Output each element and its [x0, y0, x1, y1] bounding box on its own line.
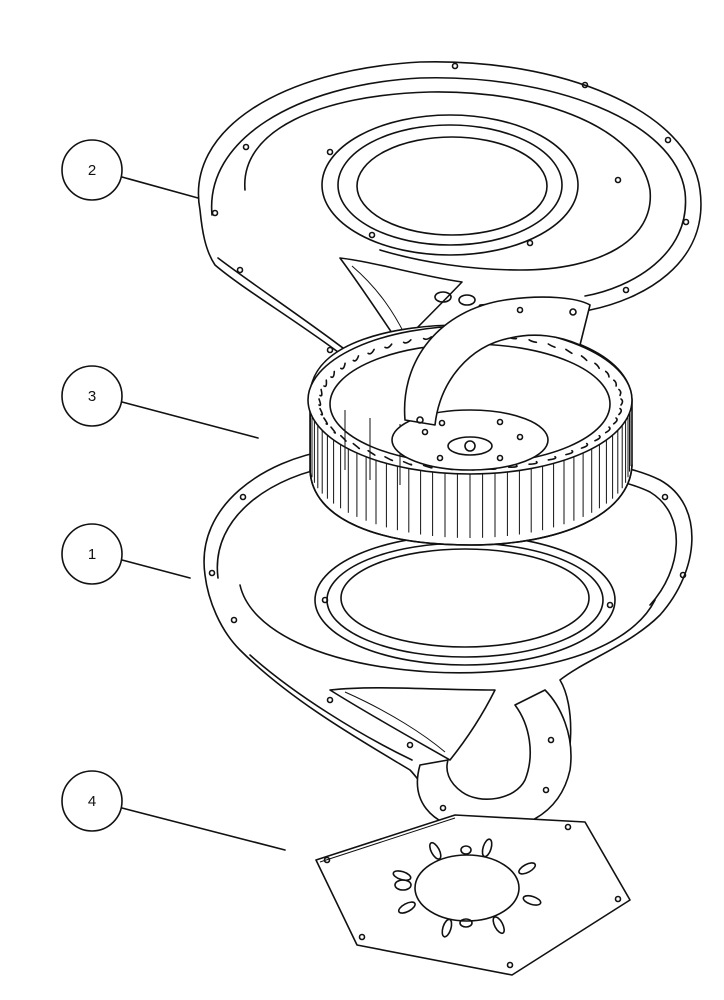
slot-mark [319, 407, 324, 416]
plate-slot [522, 894, 542, 906]
slot-mark [547, 455, 557, 461]
slot-mark [340, 362, 346, 370]
callout-circle [61, 523, 123, 585]
slot-mark [352, 442, 361, 450]
slot-mark [547, 343, 556, 348]
leader-line [121, 807, 286, 851]
slot-mark [528, 460, 538, 465]
slot-mark [580, 442, 589, 449]
slot-mark [580, 355, 588, 362]
impeller-blades [309, 400, 631, 538]
callout-label: 4 [88, 793, 96, 810]
plate-slot [481, 838, 493, 858]
slot-mark [612, 417, 618, 425]
slot-mark [565, 449, 574, 456]
callout-1: 1 [61, 523, 191, 585]
slot-mark [594, 362, 600, 370]
slot-mark [384, 343, 393, 349]
slot-mark [604, 370, 610, 378]
plate-slot [441, 918, 453, 938]
plate-slot [429, 841, 442, 860]
leader-line [121, 176, 199, 199]
slot-mark [613, 379, 618, 387]
plate-slot [492, 916, 505, 935]
callout-2: 2 [61, 139, 199, 201]
slot-mark [618, 407, 623, 416]
callout-circle [61, 770, 123, 832]
slot-mark [402, 460, 413, 466]
callout-label: 3 [88, 388, 96, 405]
slot-mark [604, 426, 611, 434]
slot-mark [620, 398, 624, 406]
slot-mark [528, 339, 538, 344]
callout-label: 1 [88, 546, 96, 563]
slot-mark [330, 426, 337, 434]
slot-mark [422, 336, 433, 341]
slot-mark [507, 464, 518, 468]
slot-mark [618, 388, 622, 397]
mounting-plate-part-4 [315, 814, 631, 976]
slot-mark [330, 370, 336, 379]
slot-mark [323, 379, 328, 388]
leader-line [121, 559, 191, 579]
leader-line [121, 401, 259, 439]
callout-3: 3 [61, 365, 259, 439]
slot-mark [594, 434, 601, 442]
slot-mark [384, 456, 394, 462]
slot-mark [367, 348, 375, 355]
slot-mark [367, 449, 376, 456]
callout-label: 2 [88, 162, 96, 179]
slot-mark [318, 398, 322, 407]
impeller-wheel-part-3 [307, 296, 633, 546]
slot-mark [323, 417, 329, 425]
slot-mark [319, 388, 323, 397]
plate-slot [397, 901, 416, 914]
slot-mark [402, 339, 412, 344]
callout-circle [61, 365, 123, 427]
slot-mark [422, 464, 433, 469]
slot-mark [352, 355, 360, 362]
callout-circle [61, 139, 123, 201]
callout-4: 4 [61, 770, 286, 851]
plate-slots [392, 838, 542, 938]
slot-mark [565, 348, 573, 355]
plate-slot [518, 862, 537, 875]
